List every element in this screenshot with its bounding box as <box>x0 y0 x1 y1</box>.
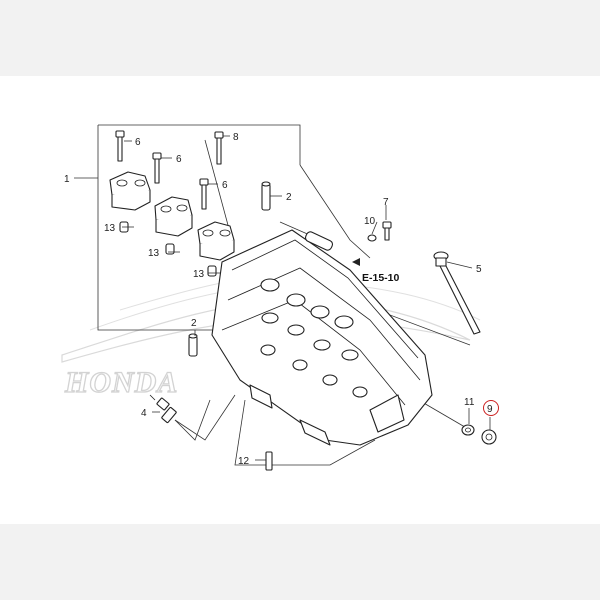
callout-4: 4 <box>141 408 147 419</box>
watermark-text: HONDA <box>64 366 178 399</box>
callout-13c: 13 <box>193 269 205 280</box>
honda-watermark-logo: HONDA <box>61 271 481 400</box>
stud-bolt-12 <box>265 451 273 471</box>
callout-9-highlight-ring <box>483 400 499 416</box>
callout-leaders <box>74 135 491 461</box>
callout-2a: 2 <box>286 192 292 203</box>
rocker-holder-2 <box>154 196 193 255</box>
rocker-holder-3 <box>197 221 235 277</box>
callout-8: 8 <box>233 132 239 143</box>
callout-11: 11 <box>464 397 475 408</box>
callout-9: 9 <box>487 404 493 415</box>
callout-6c: 6 <box>222 180 228 191</box>
parts-diagram: HONDA <box>61 124 499 471</box>
parts-diagram-area: HONDA <box>0 76 600 524</box>
cross-reference-label[interactable]: E-15-10 <box>362 272 400 284</box>
callout-12: 12 <box>238 456 250 467</box>
cross-reference: E-15-10 <box>352 258 400 284</box>
bolt-7-washer-10 <box>367 221 392 242</box>
long-bolt-5 <box>433 251 481 335</box>
callout-10: 10 <box>364 216 376 227</box>
cylinder-head <box>211 229 433 446</box>
washer-11 <box>461 424 475 436</box>
callout-6b: 6 <box>176 154 182 165</box>
nut-9 <box>481 429 497 445</box>
callout-6a: 6 <box>135 137 141 148</box>
holder-bolts <box>115 130 209 210</box>
callout-13b: 13 <box>148 248 160 259</box>
callout-5: 5 <box>476 264 482 275</box>
callout-2b: 2 <box>191 318 197 329</box>
rocker-holder-1 <box>109 171 151 233</box>
spark-plug <box>149 394 177 424</box>
callout-13a: 13 <box>104 223 116 234</box>
stud-bolt-8 <box>214 131 224 165</box>
callout-labels: 1 2 2 4 5 6 6 6 7 8 9 10 11 12 13 13 13 <box>64 132 493 467</box>
callout-1: 1 <box>64 174 70 185</box>
callout-7: 7 <box>383 197 389 208</box>
